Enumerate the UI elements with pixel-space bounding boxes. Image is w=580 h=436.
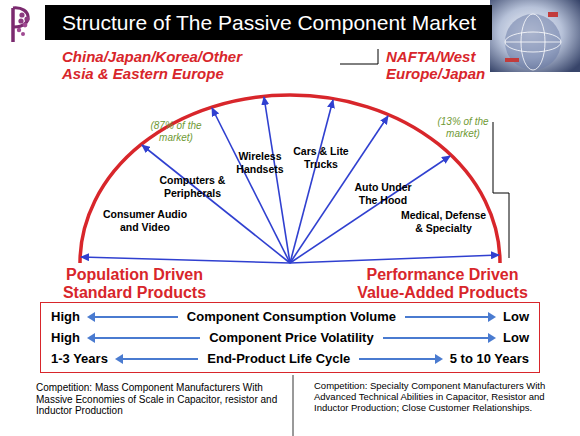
logo-dot	[19, 12, 24, 17]
arrow-shaft	[383, 337, 494, 339]
scale-row: High Component Price Volatility Low	[51, 327, 529, 348]
picture-bg	[490, 0, 580, 72]
globe	[505, 14, 561, 70]
scale-arrow	[87, 312, 180, 322]
segment-arrow	[264, 97, 290, 263]
logo	[13, 8, 30, 42]
logo-dot	[24, 16, 29, 21]
segment-arrow	[290, 255, 499, 263]
segment-label: Computers & Peripherals	[150, 174, 235, 200]
market-share: (87% of the market)	[146, 120, 206, 144]
segment-arrow	[142, 145, 290, 263]
region-heading: NAFTA/West Europe/Japan	[386, 48, 501, 82]
slide-title: Structure of The Passive Component Marke…	[62, 5, 476, 40]
arrow-shaft	[405, 316, 494, 318]
logo-dot	[18, 18, 23, 23]
scale-end: High	[51, 330, 80, 345]
logo-dot	[23, 23, 28, 28]
arrow-head	[115, 354, 123, 364]
arrow-head	[87, 312, 95, 322]
segment-label: Wireless Handsets	[232, 150, 288, 176]
segment-label: Medical, Defense & Specialty	[398, 209, 489, 235]
scale-arrow	[403, 312, 496, 322]
market-share: (13% of the market)	[433, 116, 493, 140]
logo-dot	[17, 28, 21, 32]
scale-name: Component Consumption Volume	[187, 309, 396, 324]
picture-accent	[548, 12, 558, 17]
market-arc	[80, 95, 500, 263]
logo-dot	[21, 32, 25, 36]
scale-end: High	[51, 309, 80, 324]
product-type: Population Driven Standard Products	[52, 266, 217, 302]
scale-name: Component Price Volatility	[209, 330, 373, 345]
segment-arrows	[81, 97, 499, 263]
scale-arrow	[87, 333, 202, 343]
arrow-head	[488, 333, 496, 343]
segment-label: Auto Under The Hood	[350, 181, 416, 207]
competition-note: Competition: Mass Component Manufacturer…	[36, 382, 286, 417]
product-type: Performance Driven Value-Added Products	[350, 266, 535, 302]
segment-arrow	[81, 257, 290, 263]
segment-label: Consumer Audio and Video	[96, 208, 194, 234]
scale-row: 1-3 Years End-Product Life Cycle 5 to 10 Y…	[51, 348, 529, 369]
title-bar: Structure of The Passive Component Marke…	[45, 5, 492, 40]
scale-arrow	[115, 354, 200, 364]
scale-name: End-Product Life Cycle	[207, 351, 350, 366]
bracket-line	[340, 49, 378, 64]
logo-stem	[11, 8, 15, 42]
globe-grid	[505, 32, 561, 52]
globe-grid	[505, 42, 561, 43]
scale-end: Low	[503, 330, 529, 345]
scale-end: 1-3 Years	[51, 351, 108, 366]
arrow-head	[488, 312, 496, 322]
scale-arrow	[357, 354, 442, 364]
scale-table-box: HighComponent Consumption VolumeLowHighC…	[40, 302, 540, 373]
picture-accent	[505, 58, 519, 62]
arrow-shaft	[359, 358, 440, 360]
globe-picture	[490, 0, 580, 72]
arrow-shaft	[117, 358, 198, 360]
scale-end: 5 to 10 Years	[450, 351, 529, 366]
region-heading: China/Japan/Korea/Other Asia & Eastern E…	[62, 48, 262, 82]
scale-end: Low	[503, 309, 529, 324]
arrow-head	[435, 354, 443, 364]
bracket-line	[493, 122, 509, 258]
scale-row: High Component Consumption Volume Low	[51, 306, 529, 327]
arrow-head	[87, 333, 95, 343]
arrow-shaft	[89, 337, 200, 339]
arrow-shaft	[89, 316, 178, 318]
divider-line	[293, 375, 294, 436]
segment-label: Cars & Lite Trucks	[290, 145, 352, 171]
scale-arrow	[381, 333, 496, 343]
competition-note: Competition: Specialty Component Manufac…	[314, 380, 554, 413]
